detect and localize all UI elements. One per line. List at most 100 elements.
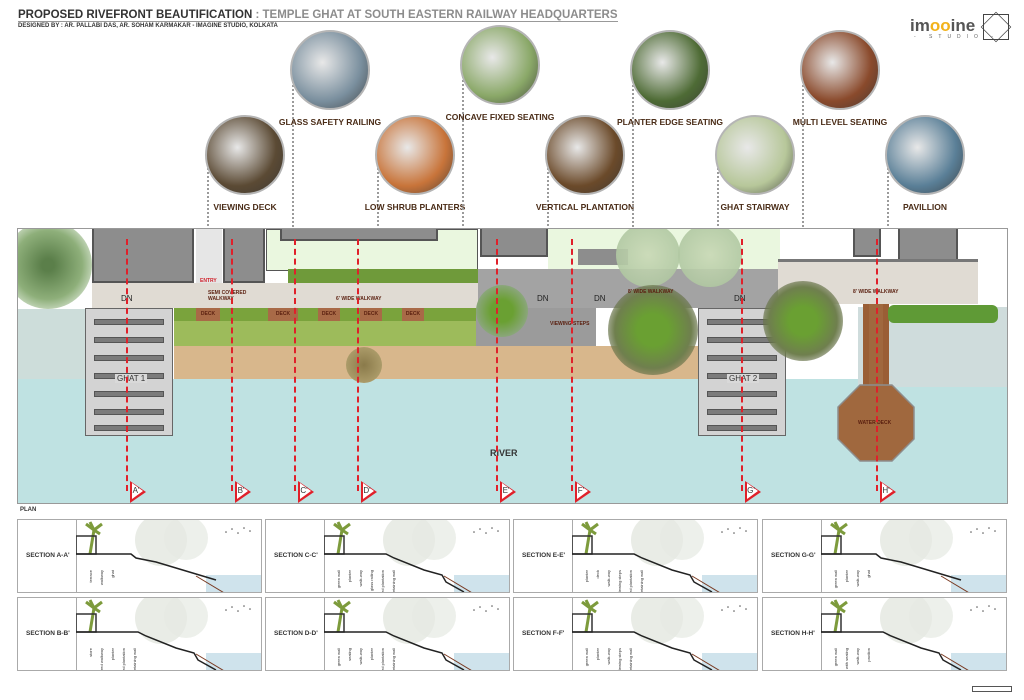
studio-logo: imooine bbox=[910, 16, 975, 36]
section-annotation: walk-way bbox=[855, 570, 860, 587]
building bbox=[223, 229, 265, 283]
deck: DECK bbox=[268, 308, 298, 321]
section-cut-line bbox=[126, 239, 128, 491]
planter bbox=[424, 308, 476, 321]
board-title: PROPOSED RIVEFRONT BEAUTIFICATION : TEMP… bbox=[18, 9, 618, 22]
building bbox=[578, 249, 628, 265]
section-profile bbox=[821, 520, 1006, 592]
planter bbox=[340, 308, 360, 321]
section-marker-label: F' bbox=[577, 486, 585, 495]
section-profile bbox=[76, 598, 261, 670]
section-annotation: ghat bbox=[110, 570, 115, 578]
down-arrow-label: DN bbox=[537, 294, 549, 303]
callout-photo bbox=[800, 30, 880, 110]
section-marker[interactable]: F' bbox=[575, 481, 591, 503]
section-title: SECTION G-G' bbox=[771, 552, 816, 559]
section-annotation: walk-way bbox=[358, 570, 363, 587]
scale-bar bbox=[972, 686, 1012, 692]
lawn bbox=[174, 321, 476, 346]
covered-walkway-label: SEMI COVERED WALKWAY bbox=[208, 290, 247, 302]
section-marker[interactable]: A' bbox=[130, 481, 146, 503]
section-annotation: planter bbox=[347, 570, 352, 583]
section-cut-line bbox=[357, 239, 359, 491]
deck-planter-strip: DECK DECK DECK DECK DECK bbox=[174, 308, 476, 321]
section-annotation: retaining wall bbox=[391, 570, 396, 593]
callout-photo bbox=[715, 115, 795, 195]
tree bbox=[616, 229, 680, 287]
tree bbox=[18, 229, 92, 309]
callout-leader-line bbox=[802, 70, 804, 262]
section-marker-label: H' bbox=[882, 486, 890, 495]
section-cut-line bbox=[231, 239, 233, 491]
section-annotation: planter bbox=[595, 648, 600, 661]
section-marker-label: C' bbox=[300, 486, 308, 495]
section-annotation: viewing steps bbox=[617, 570, 622, 593]
section-title: SECTION A-A' bbox=[26, 552, 70, 559]
section-cut-line bbox=[876, 239, 878, 491]
section-marker-label: E' bbox=[502, 486, 510, 495]
tree bbox=[346, 347, 382, 383]
section-title: SECTION E-E' bbox=[522, 552, 566, 559]
callout-label: GHAT STAIRWAY bbox=[720, 202, 790, 212]
callout-label: GLASS SAFETY RAILING bbox=[278, 117, 382, 127]
section-annotation: planter bbox=[844, 570, 849, 583]
callout-photo bbox=[290, 30, 370, 110]
ghat-2-label: GHAT 2 bbox=[727, 374, 760, 383]
callout-photo bbox=[885, 115, 965, 195]
deck: DECK bbox=[360, 308, 382, 321]
entry-passage bbox=[196, 229, 222, 283]
section-marker[interactable]: E' bbox=[500, 481, 516, 503]
tree bbox=[678, 229, 742, 287]
logo-infinity: oo bbox=[929, 16, 951, 35]
tree bbox=[608, 285, 698, 375]
section-marker-label: G' bbox=[747, 486, 755, 495]
viewing-steps-label: VIEWING STEPS bbox=[550, 321, 590, 327]
section-drawing: SECTION A-A' terrace walkway ghat bbox=[17, 519, 262, 593]
section-annotation: pavilion bbox=[866, 648, 871, 662]
section-marker[interactable]: C' bbox=[298, 481, 314, 503]
section-marker-label: D' bbox=[363, 486, 371, 495]
building bbox=[280, 229, 438, 241]
building bbox=[92, 229, 194, 283]
section-annotation: green wall bbox=[833, 648, 838, 667]
section-annotation: retaining wall bbox=[132, 648, 137, 671]
walkway-label: 8' WIDE WALKWAY bbox=[853, 289, 899, 295]
title-main: PROPOSED RIVEFRONT BEAUTIFICATION bbox=[18, 9, 253, 21]
callout-photo bbox=[205, 115, 285, 195]
callout-leader-line bbox=[292, 70, 294, 262]
section-annotation: ghat bbox=[866, 570, 871, 578]
section-marker[interactable]: B' bbox=[235, 481, 251, 503]
plan-label: PLAN bbox=[20, 507, 37, 513]
section-cut-line bbox=[571, 239, 573, 491]
section-annotation: planter with seating bbox=[844, 648, 849, 671]
planter bbox=[220, 308, 268, 321]
callout-leader-line bbox=[207, 155, 209, 262]
section-annotation: covered walkway bbox=[99, 648, 104, 671]
tree bbox=[476, 285, 528, 337]
section-marker[interactable]: G' bbox=[745, 481, 761, 503]
section-marker[interactable]: D' bbox=[361, 481, 377, 503]
section-annotation: walk-way bbox=[606, 648, 611, 665]
logo-text: im bbox=[910, 16, 930, 35]
section-annotation: green wall bbox=[336, 570, 341, 589]
callout-label: PAVILLION bbox=[902, 202, 948, 212]
planter bbox=[382, 308, 402, 321]
section-annotation: planter bbox=[369, 648, 374, 661]
callout-label: VIEWING DECK bbox=[213, 202, 277, 212]
section-annotation: terrace bbox=[88, 570, 93, 583]
callout-leader-line bbox=[462, 65, 464, 262]
callout-label: LOW SHRUB PLANTERS bbox=[364, 202, 466, 212]
section-marker[interactable]: H' bbox=[880, 481, 896, 503]
section-annotation: deck with glass railing bbox=[369, 570, 374, 593]
section-annotation: sloped plantation bbox=[121, 648, 126, 671]
section-annotation: walkway bbox=[99, 570, 104, 586]
entry-label: ENTRY bbox=[200, 278, 217, 284]
planter bbox=[174, 308, 196, 321]
section-title: SECTION B-B' bbox=[26, 630, 70, 637]
section-annotation: retaining wall bbox=[391, 648, 396, 671]
section-cut-line bbox=[496, 239, 498, 491]
